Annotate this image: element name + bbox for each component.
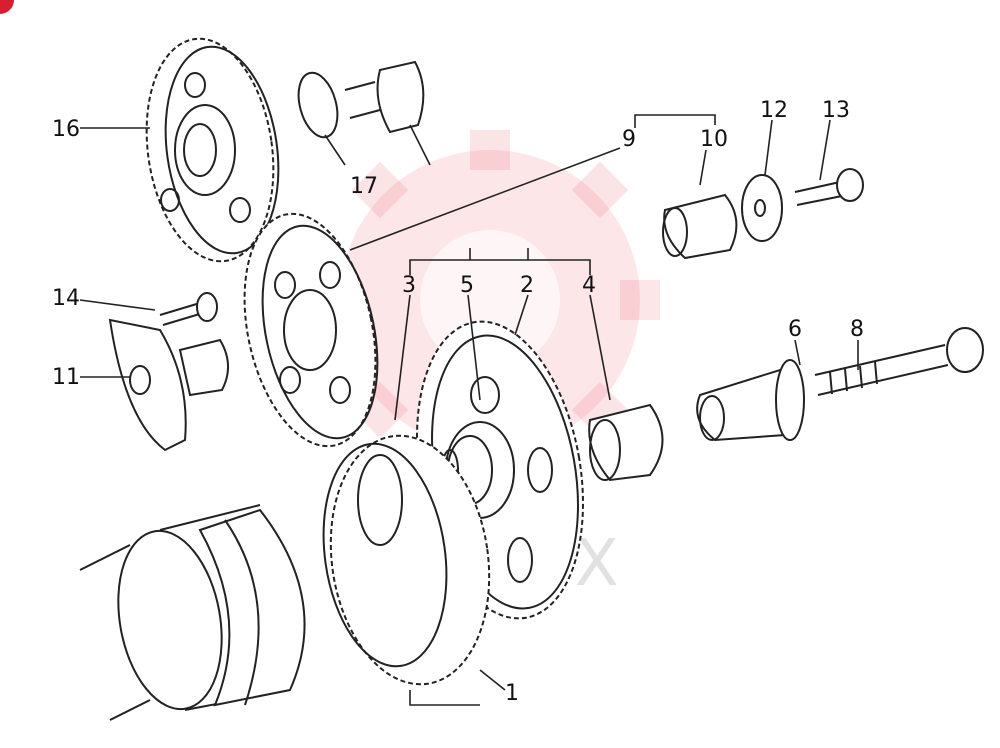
washer-16 [297,71,339,139]
corner-badge [0,0,14,14]
bushing-10 [662,193,738,260]
callout-labels: 16 17 9 10 12 13 14 11 3 5 2 4 6 8 1 [52,98,864,706]
callout-9: 9 [622,127,636,152]
callout-5: 5 [460,273,474,298]
gear-15 [145,37,280,263]
gear-1 [322,434,491,686]
bushing-4 [588,403,664,482]
callout-13: 13 [822,98,850,123]
callout-15: 16 [52,117,80,142]
callout-14: 14 [52,286,80,311]
callout-8: 8 [850,317,864,342]
gear-9 [243,212,379,448]
callout-10: 10 [700,127,728,152]
callout-3: 3 [402,273,416,298]
bolt-14 [159,292,218,326]
callout-2: 2 [520,273,534,298]
crankshaft [79,504,306,721]
plate-11 [108,318,229,452]
bolt-13 [794,168,864,206]
shaft-6 [696,359,805,442]
callout-1: 1 [505,681,519,706]
washer-12 [741,174,783,242]
shaft-17 [344,60,425,134]
bolt-8 [814,327,984,396]
callout-12: 12 [760,98,788,123]
callout-16: 17 [350,174,378,199]
callout-6: 6 [788,317,802,342]
callout-4: 4 [582,273,596,298]
leader-lines [79,114,859,706]
callout-11: 11 [52,365,80,390]
